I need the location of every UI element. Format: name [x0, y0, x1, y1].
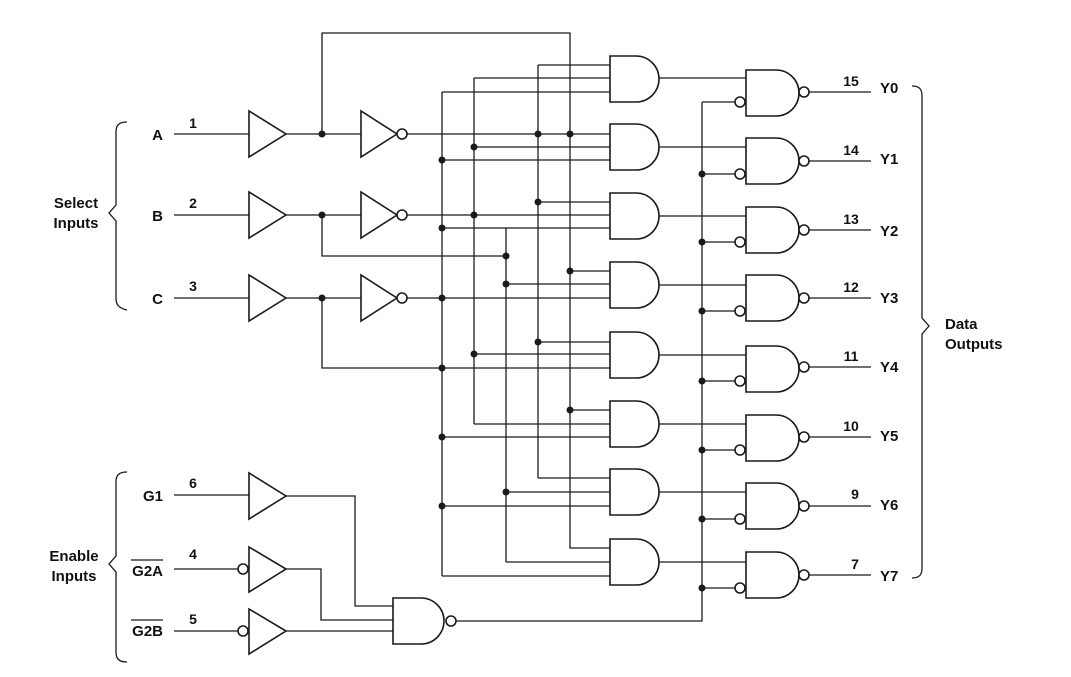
- pin-number-14: 14: [843, 142, 859, 158]
- enable-nand-gate: [392, 101, 735, 645]
- inverter-A: [360, 109, 408, 159]
- nand-gate-y3: [698, 274, 810, 322]
- output-nand-gates: [698, 69, 810, 599]
- pin-number-11: 11: [844, 348, 859, 364]
- pin-number-6: 6: [189, 475, 197, 491]
- data-outputs-bracket: [911, 85, 930, 579]
- input-label-C: C: [152, 291, 163, 308]
- pin-number-13: 13: [843, 211, 859, 227]
- enable-inputs-label-line2: Inputs: [52, 568, 97, 585]
- output-Y3: 12 Y3: [809, 279, 898, 307]
- inverter-C: [360, 273, 408, 323]
- input-A: A 1: [152, 115, 249, 144]
- output-Y6: 9 Y6: [809, 486, 898, 514]
- select-inputs-bracket: [108, 121, 128, 311]
- select-inputs-label-line1: Select: [54, 195, 98, 212]
- and-gate-2: [442, 192, 746, 240]
- input-G2A: G2A 4: [131, 546, 238, 580]
- input-label-G1: G1: [143, 488, 163, 505]
- pin-number-1: 1: [189, 115, 197, 131]
- data-outputs-group: Data Outputs: [911, 85, 1003, 579]
- nand-gate-y4: [698, 345, 810, 393]
- nand-gate-y6: [698, 482, 810, 530]
- buffer-B: [248, 190, 361, 240]
- buffer-C: [248, 273, 361, 323]
- input-B: B 2: [152, 195, 249, 225]
- input-G2B: G2B 5: [131, 611, 238, 640]
- select-inputs-group: Select Inputs: [54, 121, 128, 311]
- data-outputs-label-line2: Outputs: [945, 336, 1003, 353]
- output-label-Y4: Y4: [880, 359, 899, 376]
- pin-number-15: 15: [843, 73, 859, 89]
- output-label-Y7: Y7: [880, 568, 898, 585]
- input-label-G2B: G2B: [132, 623, 163, 640]
- output-label-Y5: Y5: [880, 428, 898, 445]
- data-outputs-label-line1: Data: [945, 316, 978, 333]
- output-Y5: 10 Y5: [809, 418, 898, 445]
- input-label-G2A: G2A: [132, 563, 163, 580]
- and-gate-7: [442, 538, 746, 586]
- and-gate-1: [442, 123, 746, 171]
- output-label-Y1: Y1: [880, 151, 898, 168]
- input-label-B: B: [152, 208, 163, 225]
- output-Y0: 15 Y0: [809, 73, 898, 97]
- nand-gate-y0: [734, 69, 810, 117]
- inverter-B: [360, 190, 408, 240]
- enable-inputs-bracket: [108, 471, 128, 663]
- nand-gate-y2: [698, 206, 810, 254]
- output-Y1: 14 Y1: [809, 142, 898, 168]
- output-label-Y6: Y6: [880, 497, 898, 514]
- and-gate-6: [442, 468, 746, 516]
- input-C: C 3: [152, 278, 249, 308]
- output-label-Y3: Y3: [880, 290, 898, 307]
- enable-inputs-label-line1: Enable: [49, 548, 98, 565]
- and-gate-5: [442, 400, 746, 448]
- enable-buffer-G1: [248, 471, 393, 607]
- nand-gate-y1: [698, 137, 810, 185]
- output-Y4: 11 Y4: [809, 348, 899, 376]
- pin-number-5: 5: [189, 611, 197, 627]
- pin-number-10: 10: [843, 418, 859, 434]
- and-gate-3: [442, 261, 746, 309]
- nand-gate-y7: [698, 551, 810, 599]
- output-Y7: 7 Y7: [809, 556, 898, 585]
- and-gate-0: [442, 55, 746, 103]
- select-inputs-label-line2: Inputs: [54, 215, 99, 232]
- pin-number-12: 12: [843, 279, 859, 295]
- pin-number-7: 7: [851, 556, 859, 572]
- output-label-Y0: Y0: [880, 80, 898, 97]
- pin-number-3: 3: [189, 278, 197, 294]
- pin-number-9: 9: [851, 486, 859, 502]
- buffer-A: [248, 109, 361, 159]
- input-G1: G1 6: [143, 475, 249, 505]
- nand-gate-y5: [698, 414, 810, 462]
- enable-inputs-group: Enable Inputs: [49, 471, 128, 663]
- and-gate-4: [442, 331, 746, 379]
- pin-number-4: 4: [189, 546, 197, 562]
- input-label-A: A: [152, 127, 163, 144]
- output-label-Y2: Y2: [880, 223, 898, 240]
- enable-inverter-G2A: [237, 545, 393, 621]
- pin-number-2: 2: [189, 195, 197, 211]
- output-Y2: 13 Y2: [809, 211, 898, 240]
- bus-junctions: [318, 130, 574, 510]
- enable-inverter-G2B: [237, 607, 393, 656]
